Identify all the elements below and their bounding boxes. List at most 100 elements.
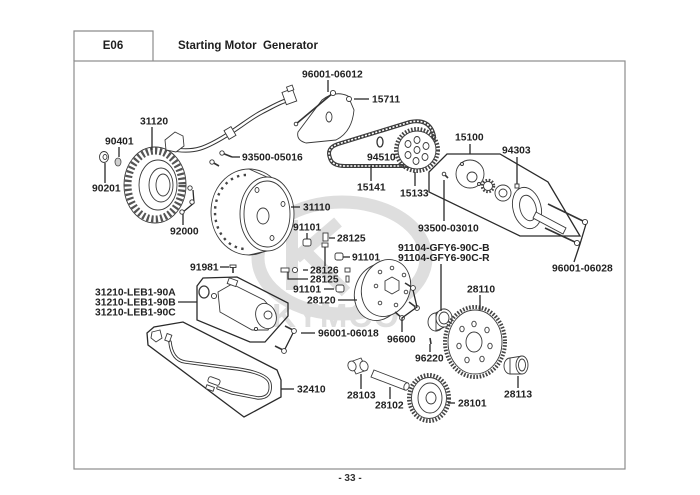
callout-31210-leb1-90c: 31210-LEB1-90C [95, 308, 176, 319]
gear-hole [479, 355, 485, 363]
bushing-back [347, 360, 357, 372]
section-code-box [73, 30, 154, 61]
bolt-head [329, 89, 337, 97]
bushing-front [515, 355, 529, 375]
oil-pump-assembly [428, 153, 589, 247]
roller-91101 [335, 284, 345, 293]
bolt-head [410, 285, 416, 291]
section-code: E06 [103, 40, 123, 52]
sprocket-hole [412, 157, 420, 165]
leader-lines [104, 80, 587, 404]
callout-28102: 28102 [375, 401, 404, 412]
starter-mount-hole [253, 326, 259, 332]
clutch-hole [377, 269, 383, 275]
nut-90201 [99, 151, 109, 163]
callout-90201: 90201 [92, 184, 121, 195]
callout-15100: 15100 [455, 133, 484, 144]
bushing-front [359, 360, 369, 372]
sprocket-hole [404, 140, 412, 148]
reduction-gear-28101 [407, 373, 451, 423]
bolt-head [189, 199, 195, 205]
callout-96600: 96600 [387, 335, 416, 346]
gear-hole [471, 320, 477, 328]
bolt-96001-06012 [293, 89, 337, 127]
gear-teeth [443, 305, 507, 379]
rotor-bolt-hole [280, 201, 286, 207]
callout-91104-gfy6-90c-r: 91104-GFY6-90C-R [398, 253, 490, 264]
bolt-tip [293, 121, 299, 127]
gear-teeth [407, 373, 451, 423]
pump-cover-hole [477, 182, 481, 186]
callout-31210-leb1-90a: 31210-LEB1-90A [95, 288, 176, 299]
sprocket [394, 127, 440, 173]
screw-91981 [229, 264, 237, 273]
sprocket-hole [413, 146, 421, 154]
spring-collar [321, 242, 329, 248]
callout-91981: 91981 [190, 263, 219, 274]
leader-line [401, 289, 418, 332]
callout-32410: 32410 [297, 385, 326, 396]
inner-rotor [494, 184, 512, 202]
pump-bolt [547, 203, 586, 223]
callout-28125: 28125 [310, 275, 339, 286]
clutch-hole [403, 289, 409, 295]
cable-terminal [164, 332, 173, 343]
callout-96001-06028: 96001-06028 [552, 264, 613, 275]
pin-94303 [514, 183, 520, 189]
plunger-28126 [344, 267, 351, 273]
rotor-bolt-hole [269, 235, 275, 241]
starter-cable-assembly [146, 321, 282, 418]
spring-cap-28125 [322, 232, 329, 242]
bolt-head [187, 185, 193, 191]
chain-links [328, 120, 435, 168]
page-header: E06 Starting Motor Generator [73, 30, 318, 61]
inner-rotor-bore [498, 188, 508, 198]
oil-pump-group-bracket [428, 153, 582, 237]
callout-96001-06018: 96001-06018 [318, 329, 379, 340]
screw-head [209, 159, 215, 165]
callout-15711: 15711 [372, 95, 400, 106]
stator-bore [155, 173, 171, 197]
starter-o-ring [198, 285, 210, 299]
chain-guide-cover [297, 93, 355, 144]
callout-15141: 15141 [357, 183, 386, 194]
callout-90401: 90401 [105, 137, 134, 148]
starter-bearing-boss [263, 310, 273, 320]
rotor-face-ring [243, 180, 291, 248]
screw-head [229, 264, 237, 268]
callout-94510: 94510 [367, 153, 396, 164]
bearing-bore [438, 311, 450, 325]
bolts-92000 [179, 185, 195, 215]
sprocket-hole [422, 142, 430, 150]
pump-body-recess [519, 194, 537, 222]
bushing-bore [518, 358, 526, 372]
pump-body [511, 186, 543, 230]
bolt-head [281, 348, 287, 354]
shaft-end [403, 382, 410, 391]
cable-boot [207, 376, 221, 386]
pump-bolt-head [581, 218, 589, 226]
callout-28103: 28103 [347, 391, 376, 402]
bolt-shaft [274, 345, 284, 351]
leader-line [573, 223, 587, 263]
gear-hub [425, 391, 437, 405]
callout-28110: 28110 [467, 285, 495, 296]
callout-96220: 96220 [415, 354, 444, 365]
stator-fins [124, 147, 186, 223]
cable-ring-terminal [204, 384, 216, 392]
page-number: - 33 - [338, 473, 361, 484]
terminal-cover [150, 329, 163, 343]
clutch-center-hub [384, 276, 400, 295]
callout-labels: 96001-06012 15711 31120 90401 93500-0501… [92, 70, 613, 412]
pump-shaft [532, 211, 567, 235]
screws-93500-05016 [209, 150, 233, 167]
wire-harness-inner [176, 98, 290, 152]
section-title: Starting Motor Generator [178, 40, 318, 52]
clutch-hole [389, 265, 395, 271]
starter-cable-inner [169, 341, 272, 399]
gear-web [417, 382, 443, 414]
bushing-28103 [347, 357, 369, 375]
callout-92000: 92000 [170, 227, 199, 238]
sprocket-teeth [394, 127, 440, 173]
